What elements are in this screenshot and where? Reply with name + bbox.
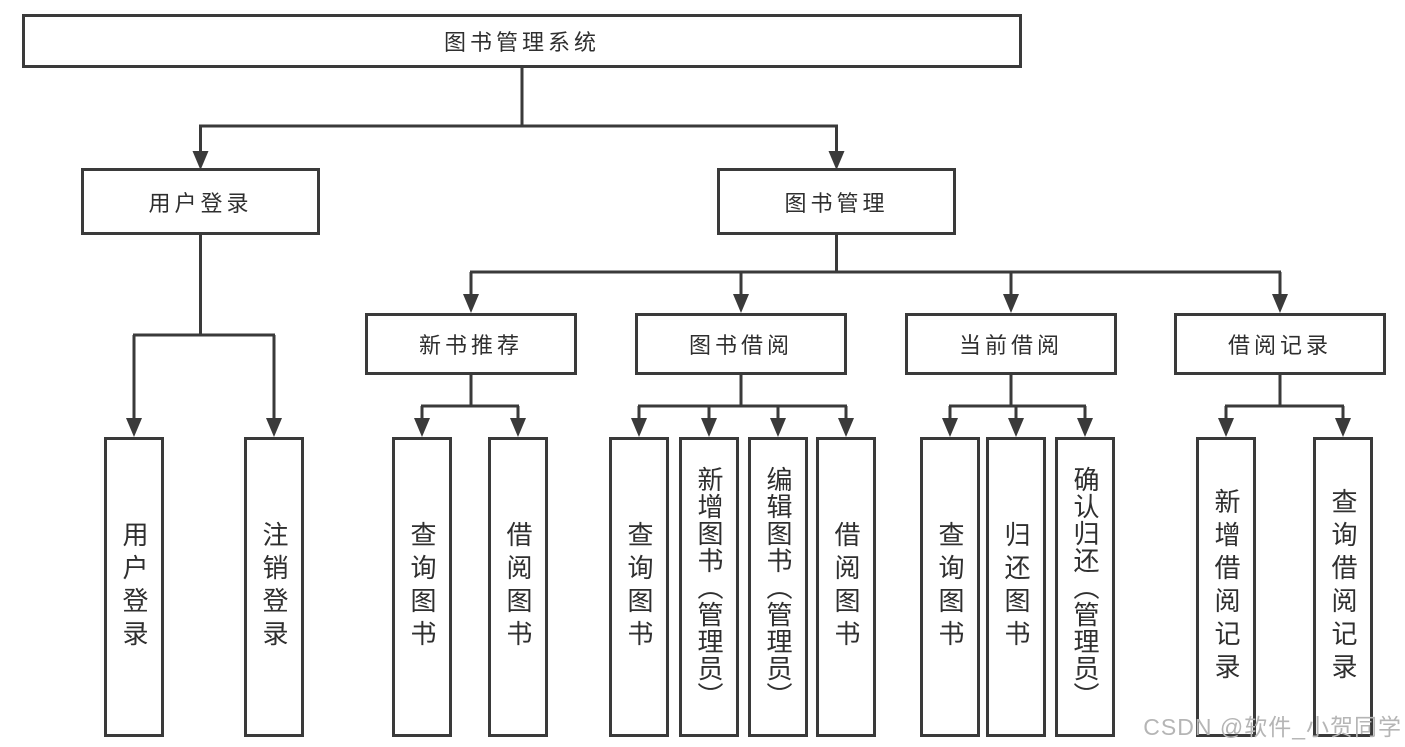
leaf-add-borrow-record: 新增借阅记录 [1196, 437, 1256, 737]
node-book-management: 图书管理 [717, 168, 956, 235]
leaf-edit-book-admin: 编辑图书（管理员） [748, 437, 808, 737]
connector-newbook-to-leaves [420, 375, 520, 423]
leaf-add-book-admin: 新增图书（管理员） [679, 437, 739, 737]
node-user-login: 用户登录 [81, 168, 320, 235]
leaf-user-login: 用户登录 [104, 437, 164, 737]
node-root-system: 图书管理系统 [22, 14, 1022, 68]
connector-bookborrow-to-leaves [637, 375, 848, 423]
leaf-query-book-2: 查询图书 [609, 437, 669, 737]
csdn-watermark: CSDN @软件_小贺同学 [1143, 714, 1402, 740]
node-book-borrow: 图书借阅 [635, 313, 847, 375]
connector-bookmgmt-to-level3 [469, 235, 1282, 299]
connector-borrowrecord-to-leaves [1224, 375, 1345, 423]
leaf-query-borrow-record: 查询借阅记录 [1313, 437, 1373, 737]
leaf-logout: 注销登录 [244, 437, 304, 737]
leaf-confirm-return-admin: 确认归还（管理员） [1055, 437, 1115, 737]
connector-currentborrow-to-leaves [948, 375, 1087, 423]
leaf-return-book: 归还图书 [986, 437, 1046, 737]
leaf-query-book-1: 查询图书 [392, 437, 452, 737]
node-borrow-record: 借阅记录 [1174, 313, 1386, 375]
leaf-borrow-book-1: 借阅图书 [488, 437, 548, 737]
leaf-query-book-3: 查询图书 [920, 437, 980, 737]
connector-root-to-level2 [199, 68, 838, 156]
connector-userlogin-to-leaves [132, 235, 276, 423]
arrowheads [126, 151, 1351, 437]
node-new-book-recommend: 新书推荐 [365, 313, 577, 375]
leaf-borrow-book-2: 借阅图书 [816, 437, 876, 737]
node-current-borrow: 当前借阅 [905, 313, 1117, 375]
